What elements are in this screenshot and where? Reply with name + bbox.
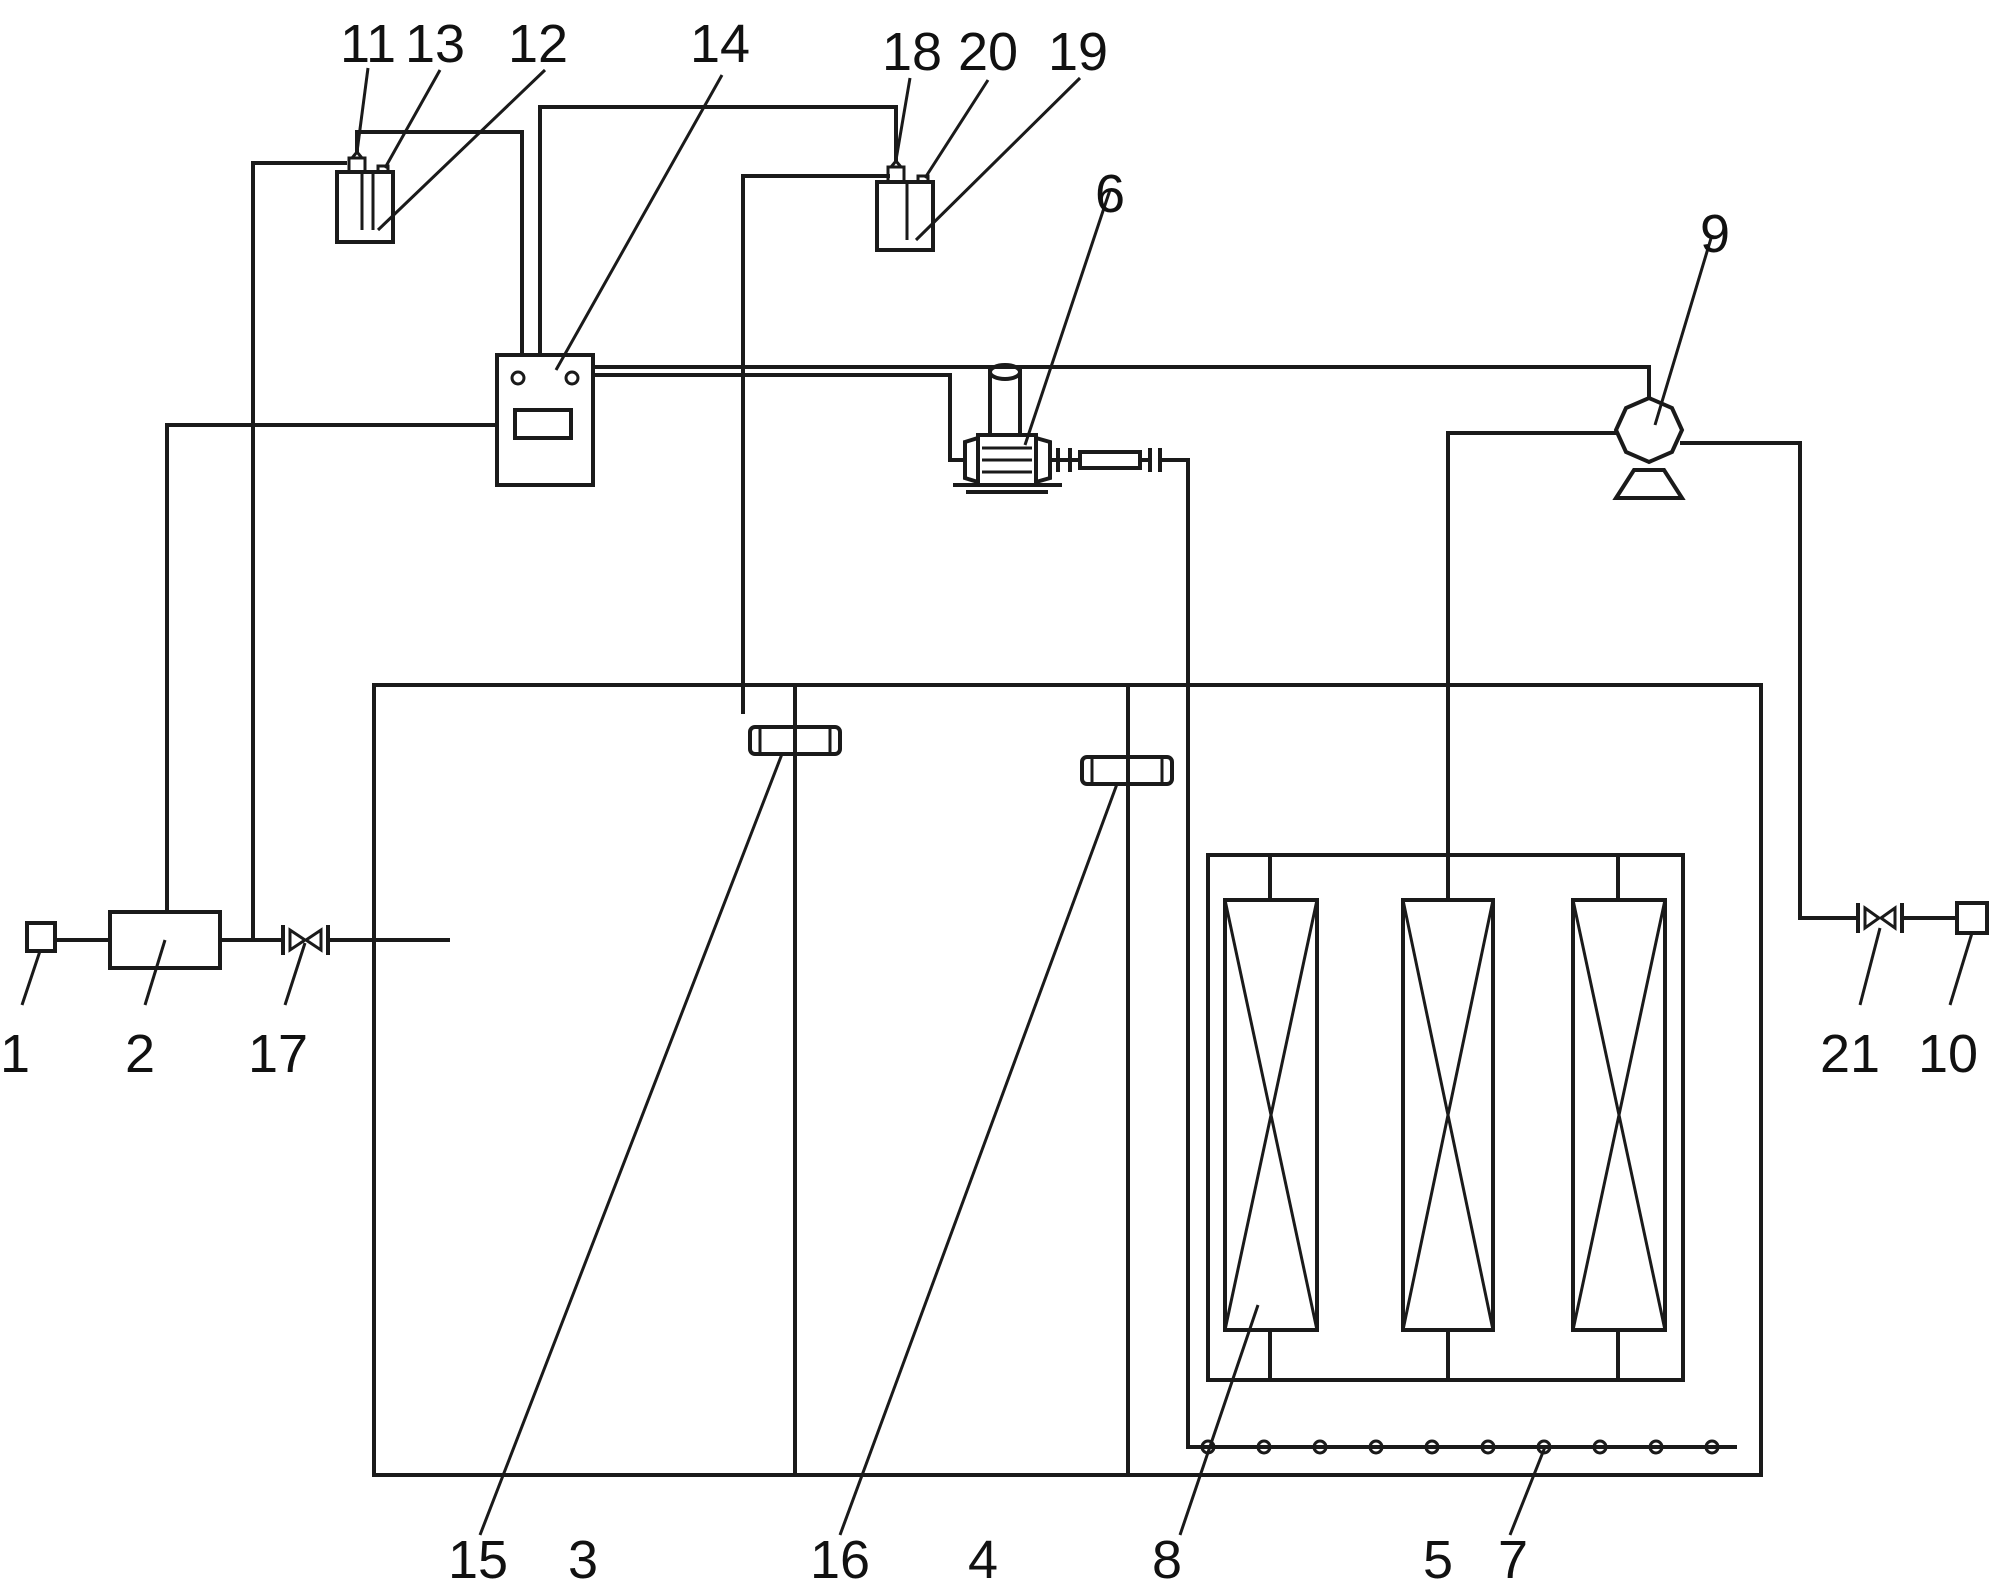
membrane-element-2 [1401, 898, 1495, 1332]
label-18: 18 [882, 22, 942, 82]
inlet-line [25, 910, 450, 970]
outlet-port [1955, 901, 1989, 935]
treatment-tank [372, 683, 1763, 1477]
suction-pump-9 [1446, 395, 1686, 857]
blower-6 [953, 363, 1190, 494]
membrane-element-1 [1223, 898, 1319, 1332]
label-1: 1 [0, 1024, 30, 1084]
level-sensor-15 [748, 725, 842, 756]
label-12: 12 [508, 14, 568, 74]
inlet-valve-17 [281, 925, 330, 955]
label-11: 11 [340, 14, 396, 74]
label-8: 8 [1152, 1530, 1182, 1583]
inlet-port [25, 921, 57, 953]
label-6: 6 [1095, 164, 1125, 224]
label-5: 5 [1423, 1530, 1453, 1583]
label-17: 17 [248, 1024, 308, 1084]
control-wiring [165, 105, 1651, 942]
outlet-line [1680, 441, 1989, 935]
label-16: 16 [810, 1530, 870, 1583]
aeration-pipe [1186, 458, 1737, 1455]
outlet-valve-21 [1856, 903, 1904, 933]
label-9: 9 [1700, 204, 1730, 264]
label-13: 13 [405, 14, 465, 74]
label-20: 20 [958, 22, 1018, 82]
label-19: 19 [1048, 22, 1108, 82]
label-14: 14 [690, 14, 750, 74]
diffuser-holes [1200, 1439, 1720, 1455]
dosing-tank-12 [335, 149, 395, 244]
label-7: 7 [1498, 1530, 1528, 1583]
level-sensor-16 [1080, 755, 1174, 786]
label-10: 10 [1918, 1024, 1978, 1084]
part-labels: 1 2 17 15 3 16 4 8 5 7 6 9 21 10 11 13 1… [0, 14, 1978, 1583]
label-21: 21 [1820, 1024, 1880, 1084]
label-2: 2 [125, 1024, 155, 1084]
label-3: 3 [568, 1530, 598, 1583]
membrane-module-frame [1206, 853, 1685, 1382]
label-15: 15 [448, 1530, 508, 1583]
membrane-element-3 [1571, 898, 1667, 1332]
label-4: 4 [968, 1530, 998, 1583]
leader-lines [20, 67, 1974, 1536]
controller-14 [495, 353, 595, 487]
